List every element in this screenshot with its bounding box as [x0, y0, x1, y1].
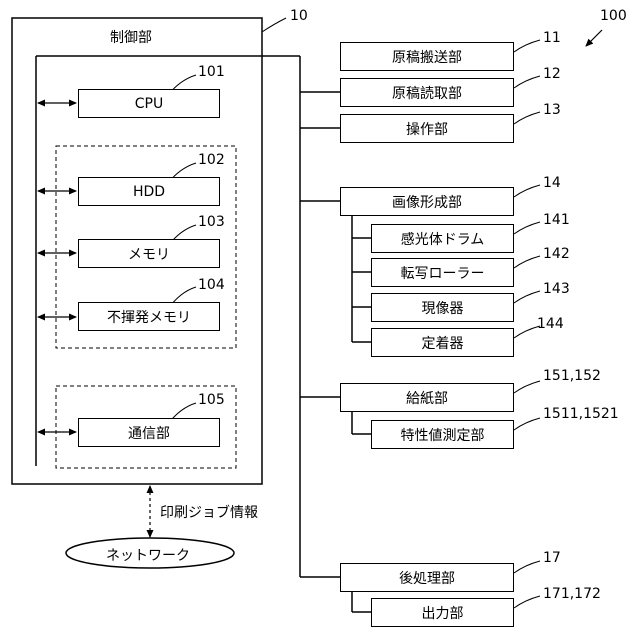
developer-ref: 143 — [543, 281, 570, 297]
post-processing-label: 後処理部 — [399, 568, 455, 588]
network-label: ネットワーク — [106, 545, 190, 565]
scanner-read-label: 原稿読取部 — [392, 83, 462, 103]
post-processing-ref: 17 — [543, 550, 561, 566]
paper-feed-label: 給紙部 — [406, 388, 448, 408]
operation-label: 操作部 — [406, 119, 448, 139]
nvram-box: 不揮発メモリ — [78, 302, 220, 331]
scanner-read-ref: 12 — [543, 66, 561, 82]
transfer-roller-box: 転写ローラー — [371, 258, 514, 287]
figure-ref-arrow — [586, 30, 602, 46]
post-processing-box: 後処理部 — [340, 563, 514, 592]
transfer-roller-ref: 142 — [543, 246, 570, 262]
memory-ref: 103 — [198, 214, 225, 230]
comm-label: 通信部 — [128, 423, 170, 443]
nvram-label: 不揮発メモリ — [107, 307, 191, 327]
hdd-box: HDD — [78, 177, 220, 206]
memory-label: メモリ — [128, 244, 170, 264]
cpu-ref: 101 — [198, 64, 225, 80]
photoconductor-box: 感光体ドラム — [371, 224, 514, 253]
transfer-roller-label: 転写ローラー — [401, 263, 485, 283]
paper-feed-box: 給紙部 — [340, 383, 514, 412]
output-ref: 171,172 — [543, 586, 601, 602]
hdd-ref: 102 — [198, 152, 225, 168]
comm-ref: 105 — [198, 392, 225, 408]
fixing-ref: 144 — [537, 316, 564, 332]
comm-box: 通信部 — [78, 418, 220, 447]
developer-box: 現像器 — [371, 293, 514, 322]
cpu-box: CPU — [78, 89, 220, 118]
operation-ref: 13 — [543, 102, 561, 118]
property-measure-ref: 1511,1521 — [543, 406, 619, 422]
nvram-ref: 104 — [198, 277, 225, 293]
fixing-label: 定着器 — [422, 333, 464, 353]
photoconductor-label: 感光体ドラム — [401, 229, 485, 249]
fixing-box: 定着器 — [371, 328, 514, 357]
image-forming-box: 画像形成部 — [340, 187, 514, 216]
property-measure-label: 特性値測定部 — [401, 425, 485, 445]
memory-box: メモリ — [78, 239, 220, 268]
property-measure-box: 特性値測定部 — [371, 420, 514, 449]
image-forming-label: 画像形成部 — [392, 192, 462, 212]
scanner-feed-label: 原稿搬送部 — [392, 47, 462, 67]
photoconductor-ref: 141 — [543, 212, 570, 228]
hdd-label: HDD — [133, 184, 165, 200]
figure-ref: 100 — [600, 8, 627, 24]
control-unit-title: 制御部 — [110, 27, 152, 47]
scanner-read-box: 原稿読取部 — [340, 78, 514, 107]
output-box: 出力部 — [371, 598, 514, 627]
scanner-feed-box: 原稿搬送部 — [340, 42, 514, 71]
developer-label: 現像器 — [422, 298, 464, 318]
cpu-label: CPU — [135, 96, 163, 112]
operation-box: 操作部 — [340, 114, 514, 143]
scanner-feed-ref: 11 — [543, 30, 561, 46]
control-unit-ref: 10 — [290, 8, 308, 24]
print-job-label: 印刷ジョブ情報 — [160, 502, 258, 522]
image-forming-ref: 14 — [543, 175, 561, 191]
output-label: 出力部 — [422, 603, 464, 623]
paper-feed-ref: 151,152 — [543, 368, 601, 384]
